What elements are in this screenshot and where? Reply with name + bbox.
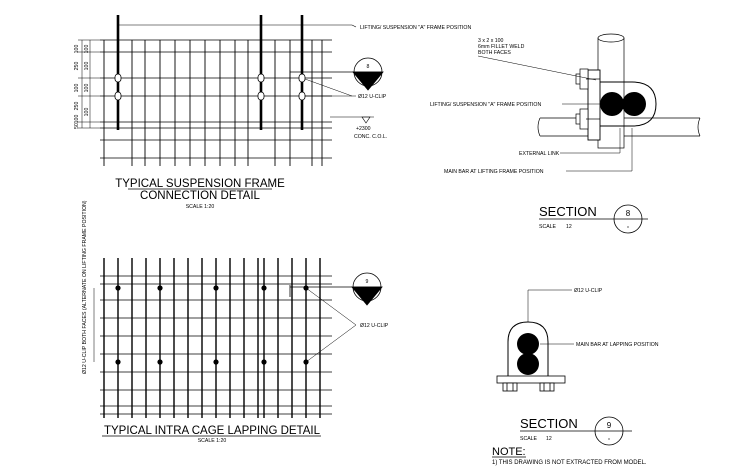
section-9-bubble bbox=[594, 416, 624, 446]
section-9-main-bar: MAIN BAR AT LAPPING POSITION bbox=[576, 342, 659, 348]
dim-label-3: 100 bbox=[74, 84, 80, 93]
section-8-main-bar-leader bbox=[566, 128, 633, 172]
section-8-heading: SECTION bbox=[539, 204, 597, 219]
section-9-uclip-callout: Ø12 U-CLIP bbox=[574, 288, 603, 294]
level-value: +2300 bbox=[356, 126, 371, 132]
dim-label-8: 100 bbox=[84, 62, 90, 71]
dim-label-6: 50 bbox=[74, 123, 80, 129]
top-uclip-leaders bbox=[304, 78, 356, 97]
note-line-1: 1) THIS DRAWING IS NOT EXTRACTED FROM MO… bbox=[492, 460, 647, 466]
dim-label-4: 250 bbox=[74, 102, 80, 111]
section-8-a-frame: LIFTING/ SUSPENSION "A" FRAME POSITION bbox=[430, 102, 541, 108]
bottom-detail-title: TYPICAL INTRA CAGE LAPPING DETAIL bbox=[104, 425, 321, 437]
section-8-link: EXTERNAL LINK bbox=[519, 151, 560, 157]
top-detail-frame-bars bbox=[116, 15, 304, 130]
bottom-uclip-leaders bbox=[305, 287, 357, 363]
section-9-marker bbox=[289, 272, 383, 306]
section-8-detail: 3 x 2 x 100 6mm FILLET WELD BOTH FACES L… bbox=[430, 33, 701, 234]
section-8-uclip bbox=[600, 81, 657, 127]
top-detail-scale: SCALE 1:20 bbox=[186, 204, 215, 210]
top-detail-title-2: CONNECTION DETAIL bbox=[140, 190, 261, 202]
note-block: NOTE: 1) THIS DRAWING IS NOT EXTRACTED F… bbox=[492, 446, 647, 466]
section-8-scale-value: 12 bbox=[566, 224, 572, 230]
bolts bbox=[575, 68, 600, 130]
dim-label-9: 100 bbox=[84, 84, 90, 93]
section-9-nuts bbox=[502, 382, 555, 392]
bottom-detail-uclips bbox=[115, 285, 309, 365]
suspension-frame-detail: 100 250 100 250 100 50 100 100 100 100 L… bbox=[74, 15, 471, 210]
section-9-bars bbox=[517, 333, 539, 375]
section-8-marker bbox=[289, 57, 384, 91]
section-8-number: 8 bbox=[626, 209, 631, 218]
weld-line-2: 6mm FILLET WELD bbox=[478, 44, 525, 50]
dim-label-5: 100 bbox=[74, 115, 80, 124]
section-9-plate bbox=[496, 375, 566, 384]
level-marker bbox=[330, 116, 374, 124]
section-9-detail: Ø12 U-CLIP MAIN BAR AT LAPPING POSITION … bbox=[496, 288, 659, 446]
section-9-uclip-leader bbox=[527, 289, 572, 322]
section-8-scale-label: SCALE bbox=[539, 224, 557, 230]
level-note: CONC. C.O.L. bbox=[354, 134, 387, 140]
bottom-uclip-callout: Ø12 U-CLIP bbox=[360, 323, 389, 329]
main-bars bbox=[600, 92, 646, 116]
a-frame-leader bbox=[118, 24, 357, 28]
bottom-detail-scale: SCALE 1:20 bbox=[198, 438, 227, 444]
top-detail-title-1: TYPICAL SUSPENSION FRAME bbox=[115, 178, 285, 190]
section-9-number: 9 bbox=[607, 421, 612, 430]
dim-label-7: 100 bbox=[84, 45, 90, 54]
section-9-scale-value: 12 bbox=[546, 436, 552, 442]
section-9-marker-number: 9 bbox=[366, 279, 369, 285]
section-9-heading: SECTION bbox=[520, 416, 578, 431]
top-detail-uclips bbox=[114, 73, 306, 101]
weld-line-3: BOTH FACES bbox=[478, 50, 511, 56]
top-detail-verticals bbox=[103, 40, 323, 166]
top-detail-dimensions bbox=[78, 39, 100, 129]
a-frame-callout: LIFTING/ SUSPENSION "A" FRAME POSITION bbox=[360, 25, 471, 31]
dim-label-10: 100 bbox=[84, 108, 90, 117]
side-label: Ø12 U-CLIP BOTH FACES (ALTERNATE ON LIFT… bbox=[82, 200, 88, 374]
cleat-plate bbox=[587, 69, 601, 141]
dim-label-2: 250 bbox=[74, 62, 80, 71]
weld-leader bbox=[477, 55, 597, 81]
top-uclip-callout: Ø12 U-CLIP bbox=[358, 94, 387, 100]
top-detail-bars bbox=[100, 39, 332, 159]
section-8-main-bar: MAIN BAR AT LIFTING FRAME POSITION bbox=[444, 169, 544, 175]
section-8-bubble bbox=[613, 204, 643, 234]
note-heading: NOTE: bbox=[492, 446, 526, 458]
bottom-detail-verticals bbox=[103, 258, 321, 418]
lapping-detail: Ø12 U-CLIP BOTH FACES (ALTERNATE ON LIFT… bbox=[82, 200, 389, 444]
section-8-marker-number: 8 bbox=[367, 64, 370, 70]
section-9-scale-label: SCALE bbox=[520, 436, 538, 442]
section-8-link-leader bbox=[560, 128, 621, 154]
weld-line-1: 3 x 2 x 100 bbox=[478, 38, 503, 44]
dim-label-1: 100 bbox=[74, 45, 80, 54]
